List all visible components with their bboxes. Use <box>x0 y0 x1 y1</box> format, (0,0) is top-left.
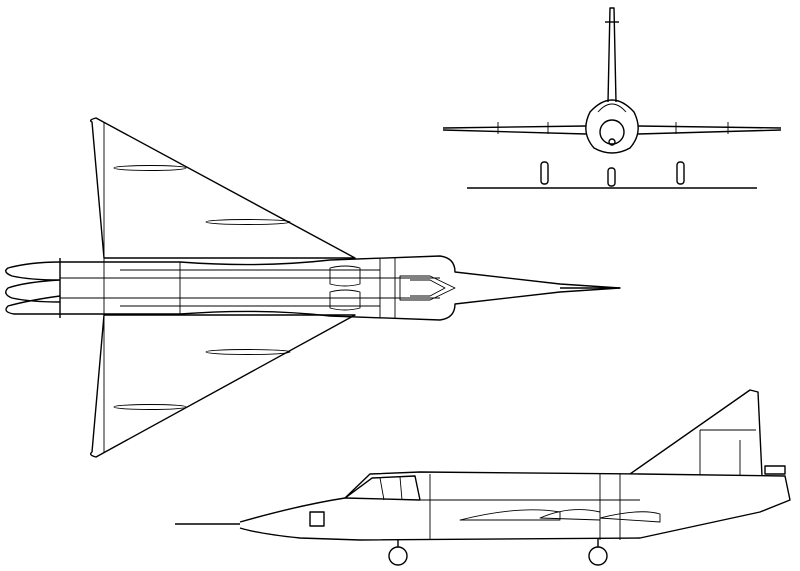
canopy-frame <box>379 476 403 501</box>
intakes <box>329 265 361 311</box>
vertical-fin-side <box>629 389 763 477</box>
panel-lines-side <box>420 474 661 540</box>
fuselage-spine <box>60 269 440 307</box>
wing-front <box>442 125 782 135</box>
wing-fence <box>205 349 291 355</box>
canopy-side <box>344 475 421 501</box>
nose-wheel <box>607 167 616 187</box>
canopy-front <box>597 103 627 113</box>
upper-wing <box>89 117 356 259</box>
engine-nozzles <box>5 261 61 315</box>
wing-pylons <box>497 122 729 134</box>
right-wheel <box>676 161 685 185</box>
engine-intake-circle <box>599 119 625 145</box>
top-view <box>5 117 621 458</box>
lower-wing <box>89 314 356 458</box>
fin-panels <box>699 429 756 476</box>
front-view <box>442 7 782 189</box>
wing-fence <box>113 165 187 171</box>
left-wheel <box>540 161 549 185</box>
vertical-fin <box>607 7 617 103</box>
fuselage-front <box>585 99 639 154</box>
fuselage-side <box>239 471 791 541</box>
canopy <box>399 275 456 301</box>
side-view <box>175 389 791 566</box>
intake-hatch <box>309 511 325 527</box>
speed-brake <box>764 465 786 475</box>
wing-fence <box>113 404 187 410</box>
nose-probe-circle <box>608 138 616 146</box>
wing-fence <box>205 219 291 225</box>
